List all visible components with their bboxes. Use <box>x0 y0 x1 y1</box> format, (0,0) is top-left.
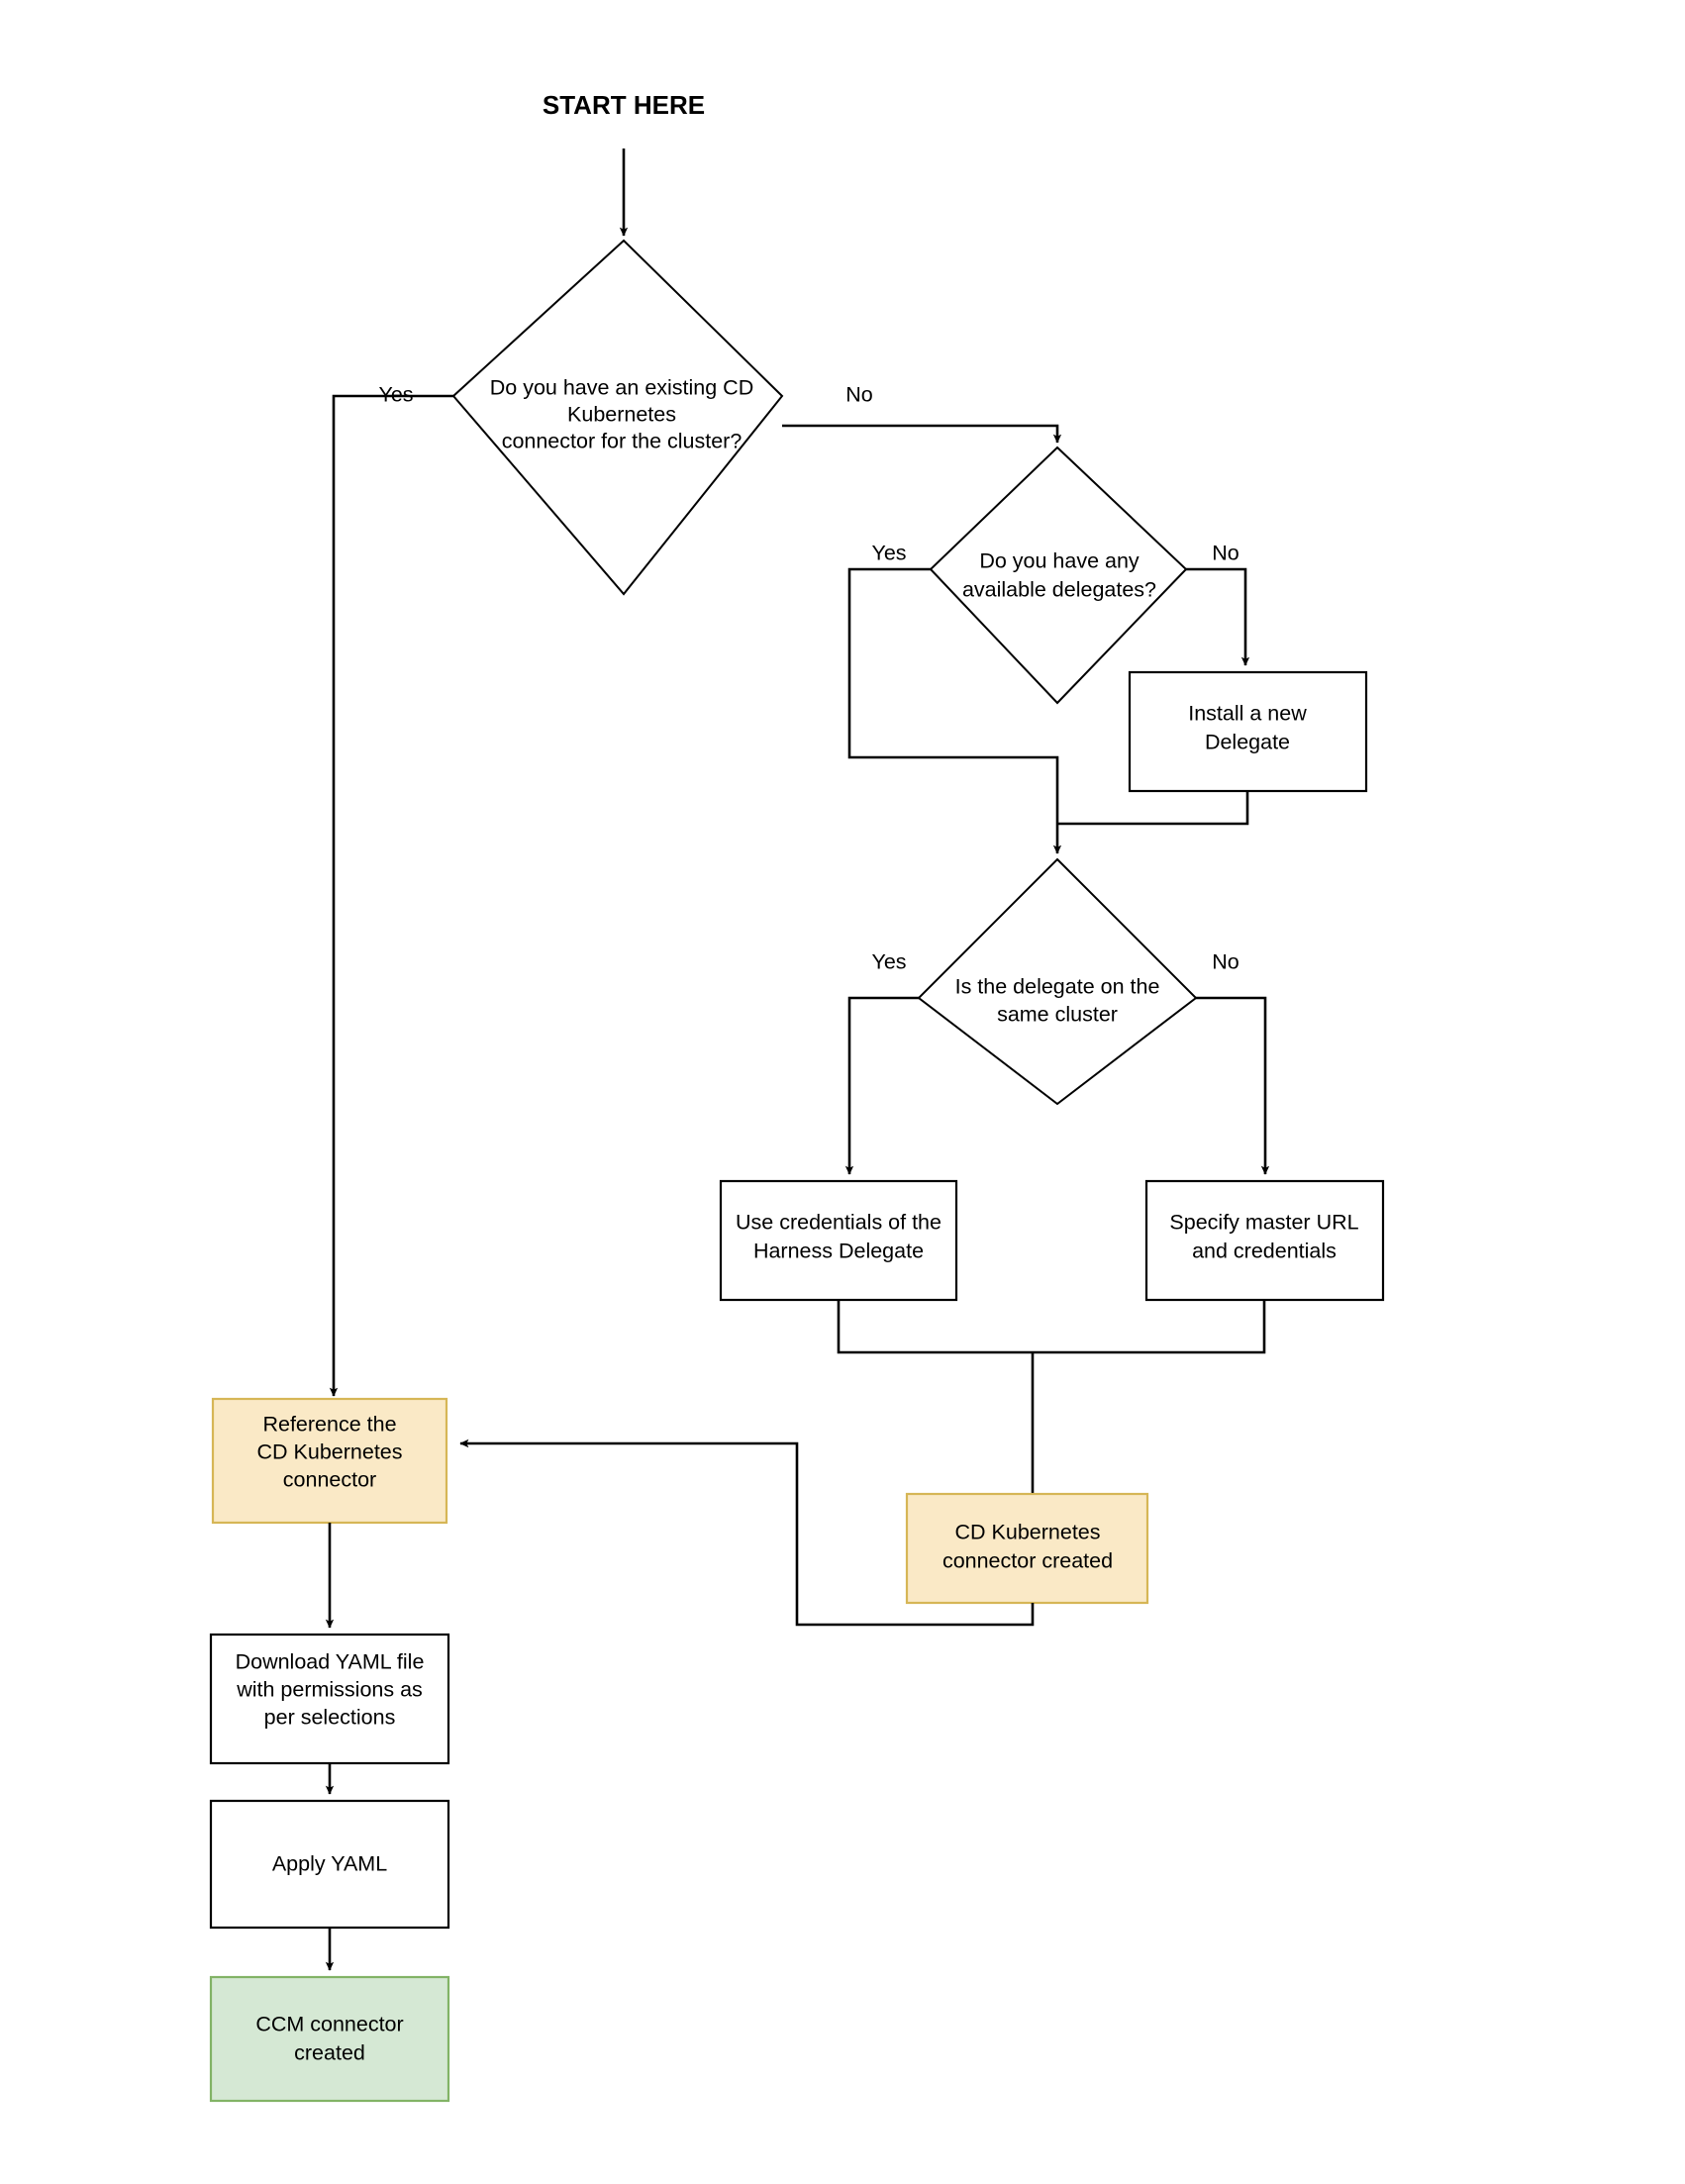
decision-available-delegates-line2: available delegates? <box>962 578 1156 602</box>
edge-label-decision1-no: No <box>845 383 873 407</box>
download-yaml-line2: with permissions as <box>236 1678 423 1702</box>
decision-existing-connector-shape[interactable] <box>451 239 784 596</box>
edge-install-delegate-to-decision3 <box>1057 791 1249 826</box>
edge-decision3-no <box>1196 996 1270 1175</box>
specify-master-url-line1: Specify master URL <box>1169 1211 1358 1235</box>
edge-decision3-yes <box>844 996 919 1175</box>
decision-same-cluster-line1: Is the delegate on the <box>955 975 1160 999</box>
decision-existing-connector-line3: connector for the cluster? <box>502 430 743 453</box>
edge-label-decision3-no: No <box>1212 950 1239 974</box>
edge-label-decision2-yes: Yes <box>871 542 906 565</box>
edge-label-decision3-yes: Yes <box>871 950 906 974</box>
edge-cd-connector-to-reference <box>459 1439 1035 1627</box>
reference-cd-connector-line1: Reference the <box>262 1413 396 1437</box>
decision-existing-connector-line2: Kubernetes <box>567 403 676 427</box>
reference-cd-connector-line2: CD Kubernetes <box>257 1440 403 1464</box>
download-yaml-box[interactable] <box>209 1633 450 1765</box>
cd-connector-created-box[interactable] <box>905 1492 1149 1605</box>
reference-cd-connector-box[interactable] <box>211 1397 448 1525</box>
edge-decision1-yes <box>329 394 453 1397</box>
decision-existing-connector-line1: Do you have an existing CD <box>490 376 754 400</box>
apply-yaml-line1: Apply YAML <box>272 1852 387 1876</box>
edge-label-decision1-yes: Yes <box>378 383 413 407</box>
start-here-label: START HERE <box>543 90 705 120</box>
specify-master-url-line2: and credentials <box>1192 1240 1337 1263</box>
download-yaml-line3: per selections <box>264 1706 396 1730</box>
apply-yaml-box[interactable] <box>209 1799 450 1930</box>
edge-decision2-no <box>1186 567 1250 666</box>
use-harness-credentials-box[interactable] <box>719 1179 958 1302</box>
ccm-connector-created-box[interactable] <box>209 1975 450 2103</box>
install-delegate-line2: Delegate <box>1205 731 1290 754</box>
download-yaml-line1: Download YAML file <box>236 1650 425 1674</box>
decision-same-cluster-shape[interactable] <box>917 857 1198 1106</box>
decision-available-delegates-line1: Do you have any <box>979 549 1140 573</box>
ccm-connector-created-line1: CCM connector <box>255 2013 403 2036</box>
edge-decision2-yes <box>847 567 1062 854</box>
edge-merge-credentials-paths <box>837 1300 1266 1354</box>
reference-cd-connector-line3: connector <box>283 1468 376 1492</box>
install-delegate-box[interactable] <box>1128 670 1368 793</box>
edge-label-decision2-no: No <box>1212 542 1239 565</box>
install-delegate-line1: Install a new <box>1188 702 1307 726</box>
decision-same-cluster-line2: same cluster <box>997 1003 1118 1027</box>
cd-connector-created-line1: CD Kubernetes <box>955 1521 1101 1544</box>
decision-available-delegates-shape[interactable] <box>929 446 1188 705</box>
cd-connector-created-line2: connector created <box>942 1549 1113 1573</box>
use-harness-credentials-line1: Use credentials of the <box>736 1211 942 1235</box>
specify-master-url-box[interactable] <box>1144 1179 1385 1302</box>
use-harness-credentials-line2: Harness Delegate <box>753 1240 924 1263</box>
edge-decision1-no <box>782 424 1062 444</box>
ccm-connector-created-line2: created <box>294 2041 365 2065</box>
